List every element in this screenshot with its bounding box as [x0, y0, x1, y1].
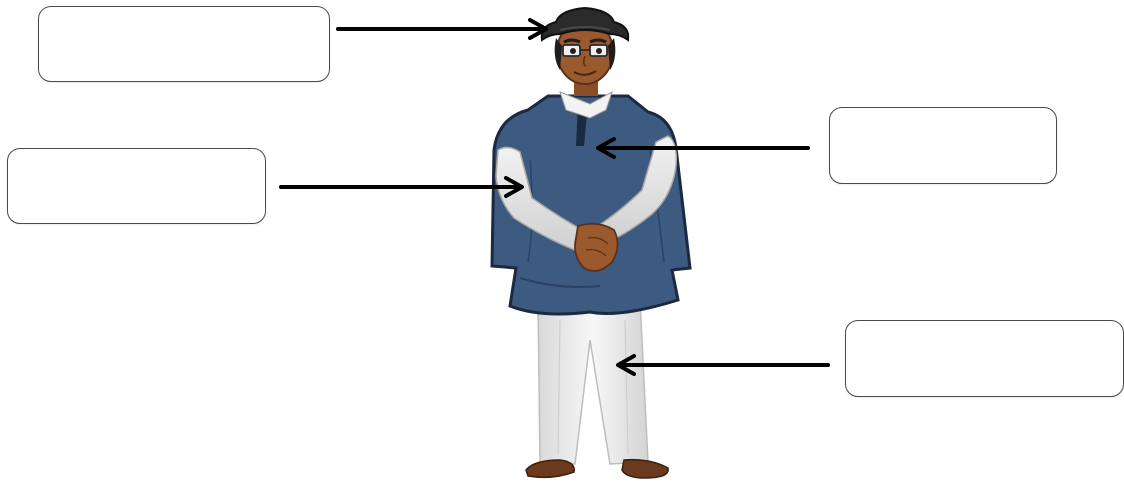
- label-input-sleeve[interactable]: [8, 149, 265, 223]
- shoes: [526, 460, 668, 478]
- trousers: [538, 300, 648, 464]
- label-box-hat[interactable]: [38, 6, 330, 82]
- label-input-trousers[interactable]: [846, 321, 1123, 396]
- label-box-poncho[interactable]: [829, 107, 1057, 184]
- label-input-hat[interactable]: [39, 7, 329, 81]
- hands: [575, 224, 618, 271]
- label-box-sleeve[interactable]: [7, 148, 266, 224]
- label-input-poncho[interactable]: [830, 108, 1056, 183]
- label-box-trousers[interactable]: [845, 320, 1124, 397]
